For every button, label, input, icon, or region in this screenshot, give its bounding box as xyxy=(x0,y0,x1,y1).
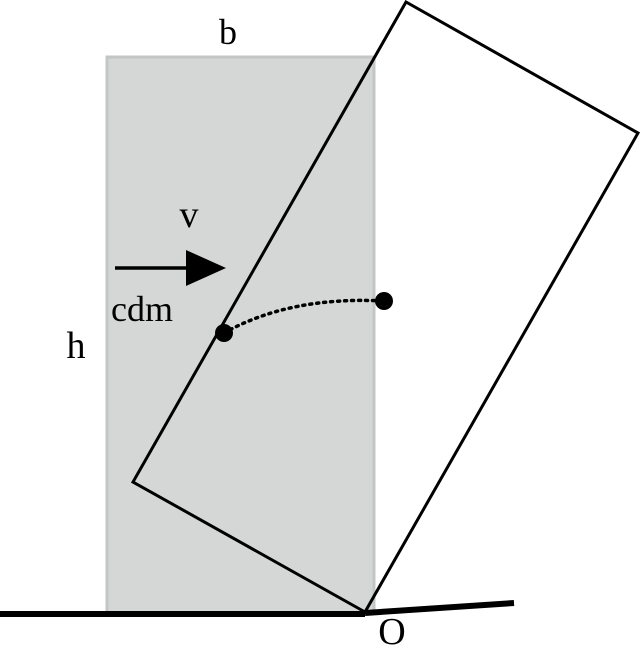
cdm-trajectory-arc xyxy=(222,298,386,335)
pivot-label: O xyxy=(378,611,405,649)
height-label: h xyxy=(67,325,86,367)
velocity-arrow-head xyxy=(186,250,226,286)
cdm-point-upright xyxy=(375,292,393,310)
width-label: b xyxy=(219,12,237,52)
ground-line-right xyxy=(364,600,515,616)
cdm-point-tilted xyxy=(215,324,233,342)
velocity-label: v xyxy=(180,194,199,236)
upright-block xyxy=(105,55,376,615)
tilted-block xyxy=(130,0,641,615)
cdm-label: cdm xyxy=(111,289,173,329)
